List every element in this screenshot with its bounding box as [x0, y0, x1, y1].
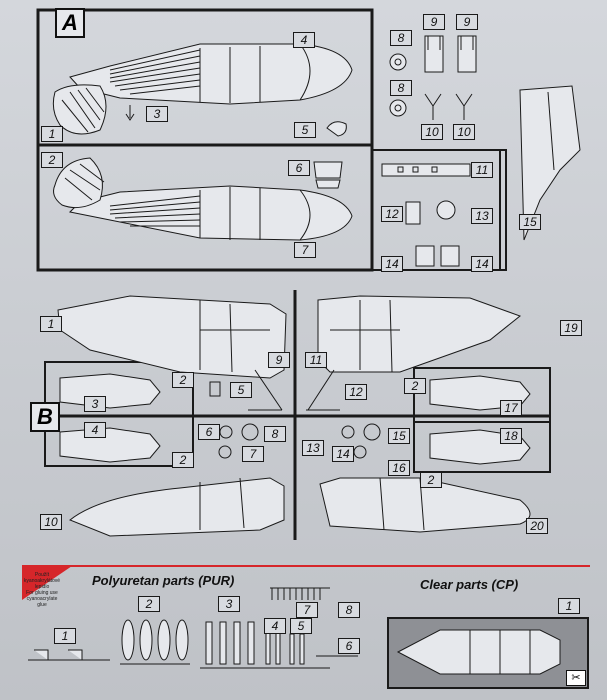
part-label: 8 — [264, 426, 286, 442]
part-label: 11 — [471, 162, 493, 178]
part-label: 1 — [558, 598, 580, 614]
part-label: 7 — [242, 446, 264, 462]
part-label: 16 — [388, 460, 410, 476]
pur-heading: Polyuretan parts (PUR) — [92, 573, 235, 588]
part-label: 1 — [41, 126, 63, 142]
glue-note: Použít kyanoakrylátové lepidlo For gluin… — [22, 572, 62, 608]
part-label: 4 — [293, 32, 315, 48]
part-label: 12 — [345, 384, 367, 400]
part-label: 2 — [404, 378, 426, 394]
scissors-icon: ✂ — [566, 670, 586, 686]
sprue-a-letter: A — [55, 8, 85, 38]
part-label: 8 — [390, 80, 412, 96]
pur-corner-accent — [22, 566, 72, 600]
part-label: 13 — [302, 440, 324, 456]
part-label: 3 — [218, 596, 240, 612]
part-label: 14 — [381, 256, 403, 272]
part-label: 5 — [294, 122, 316, 138]
part-label: 4 — [264, 618, 286, 634]
part-label: 13 — [471, 208, 493, 224]
part-label: 7 — [296, 602, 318, 618]
part-label: 3 — [146, 106, 168, 122]
glue-note-czech: Použít kyanoakrylátové lepidlo — [23, 572, 61, 590]
part-label: 11 — [305, 352, 327, 368]
part-label: 6 — [288, 160, 310, 176]
part-label: 10 — [421, 124, 443, 140]
part-label: 10 — [453, 124, 475, 140]
part-label: 17 — [500, 400, 522, 416]
part-label: 2 — [420, 472, 442, 488]
part-label: 15 — [519, 214, 541, 230]
clear-parts-heading: Clear parts (CP) — [420, 577, 519, 592]
part-label: 10 — [40, 514, 62, 530]
part-label: 19 — [560, 320, 582, 336]
part-label: 1 — [40, 316, 62, 332]
part-label: 15 — [388, 428, 410, 444]
part-label: 7 — [294, 242, 316, 258]
part-label: 14 — [471, 256, 493, 272]
part-label: 6 — [338, 638, 360, 654]
part-label: 8 — [338, 602, 360, 618]
part-label: 9 — [456, 14, 478, 30]
part-label: 20 — [526, 518, 548, 534]
part-label: 2 — [172, 372, 194, 388]
part-label: 5 — [290, 618, 312, 634]
part-label: 14 — [332, 446, 354, 462]
part-label: 6 — [198, 424, 220, 440]
glue-note-english: For gluing use cyanoacrylate glue — [26, 590, 58, 608]
part-label: 8 — [390, 30, 412, 46]
part-label: 18 — [500, 428, 522, 444]
part-label: 2 — [41, 152, 63, 168]
part-label: 9 — [268, 352, 290, 368]
part-label: 4 — [84, 422, 106, 438]
part-label: 2 — [172, 452, 194, 468]
part-label: 9 — [423, 14, 445, 30]
part-label: 5 — [230, 382, 252, 398]
part-label: 3 — [84, 396, 106, 412]
part-label: 2 — [138, 596, 160, 612]
part-label: 12 — [381, 206, 403, 222]
sprue-b-letter: B — [30, 402, 60, 432]
part-label: 1 — [54, 628, 76, 644]
